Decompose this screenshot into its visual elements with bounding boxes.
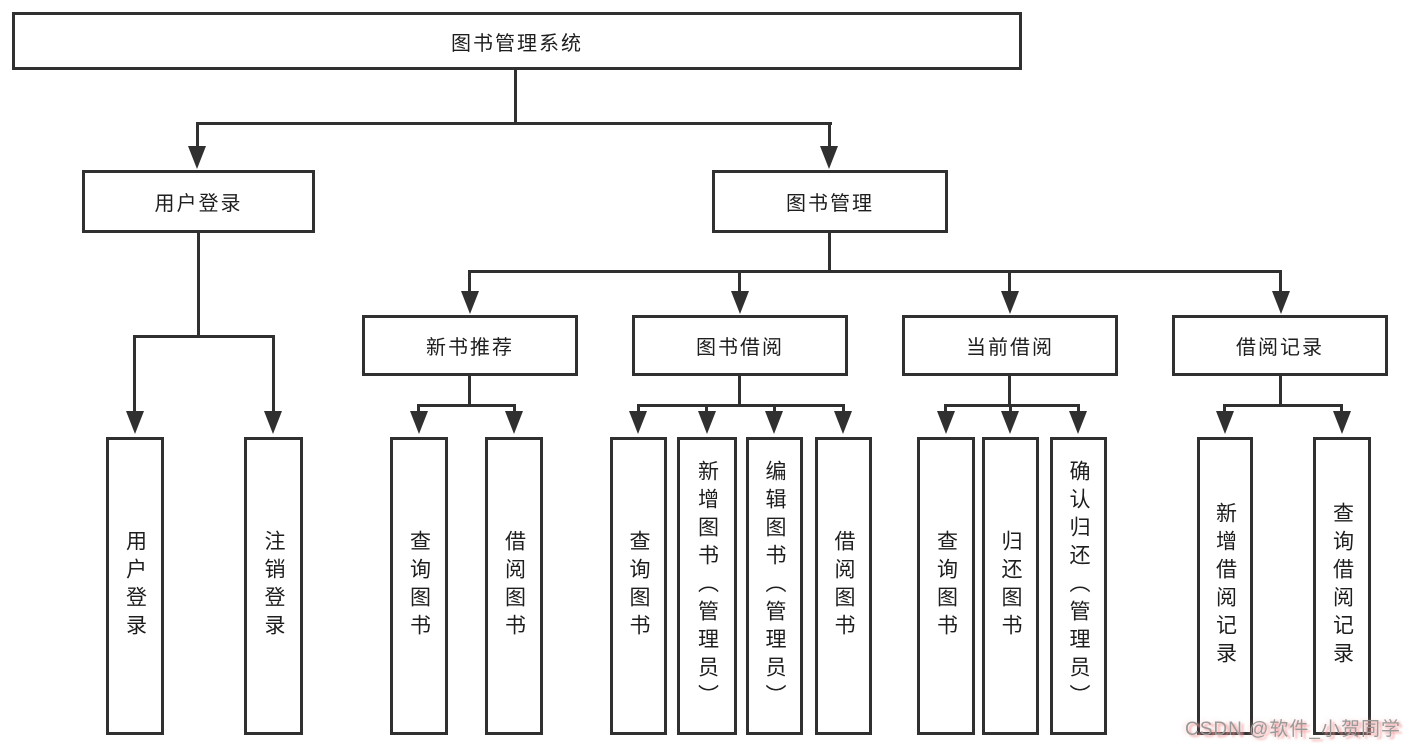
connector-drop-c3: [773, 404, 776, 413]
connector-drop-c4: [842, 404, 845, 413]
arrowhead-c3: [765, 411, 783, 434]
connector-drop-d3: [1077, 404, 1080, 413]
connector-userlogin-hline: [133, 335, 275, 338]
node-new-book-recommend: 新书推荐: [362, 315, 578, 376]
node-borrow-records: 借阅记录: [1172, 315, 1388, 376]
node-book-management: 图书管理: [712, 170, 948, 233]
arrowhead-new-book: [461, 291, 479, 314]
arrowhead-c2: [698, 411, 716, 434]
leaf-query-books-current: 查询图书: [917, 437, 975, 735]
connector-newbook-hline: [417, 404, 516, 407]
node-library-management-system: 图书管理系统: [12, 12, 1022, 70]
leaf-query-books-recommend: 查询图书: [390, 437, 448, 735]
connector-drop-e2: [1340, 404, 1343, 413]
leaf-user-login: 用户登录: [106, 437, 164, 735]
leaf-borrow-books-recommend: 借阅图书: [485, 437, 543, 735]
leaf-return-books: 归还图书: [982, 437, 1039, 735]
connector-drop-leaf-logout: [272, 335, 275, 412]
connector-bookmgmt-hline: [468, 270, 1282, 273]
connector-bookborrow-stem: [738, 376, 741, 407]
arrowhead-borrow-records: [1272, 291, 1290, 314]
leaf-borrow-books: 借阅图书: [815, 437, 872, 735]
connector-newbook-stem: [468, 376, 471, 407]
connector-root-hline: [196, 122, 832, 125]
node-current-borrow: 当前借阅: [902, 315, 1118, 376]
arrowhead-b2: [505, 411, 523, 434]
connector-drop-user-login: [196, 122, 199, 148]
node-user-login: 用户登录: [82, 170, 315, 233]
arrowhead-d1: [937, 411, 955, 434]
connector-drop-c1: [637, 404, 640, 413]
arrowhead-c4: [834, 411, 852, 434]
leaf-query-books-borrow: 查询图书: [610, 437, 667, 735]
connector-root-stem: [514, 70, 517, 122]
connector-bookborrow-hline: [637, 404, 845, 407]
connector-drop-new-book: [468, 270, 471, 291]
connector-records-hline: [1223, 404, 1343, 407]
connector-records-stem: [1279, 376, 1282, 407]
connector-bookmgmt-stem: [828, 233, 831, 272]
connector-drop-leaf-login: [133, 335, 136, 412]
leaf-add-books-admin: 新增图书（管理员）: [677, 437, 737, 735]
connector-currentborrow-stem: [1008, 376, 1011, 407]
arrowhead-b1: [410, 411, 428, 434]
leaf-confirm-return-admin: 确认归还（管理员）: [1050, 437, 1107, 735]
leaf-edit-books-admin: 编辑图书（管理员）: [746, 437, 803, 735]
leaf-query-borrow-record: 查询借阅记录: [1313, 437, 1371, 735]
connector-drop-b2: [513, 404, 516, 413]
connector-drop-borrow-records: [1279, 270, 1282, 291]
arrowhead-e2: [1333, 411, 1351, 434]
connector-drop-e1: [1223, 404, 1226, 413]
connector-drop-d1: [944, 404, 947, 413]
arrowhead-c1: [629, 411, 647, 434]
arrowhead-d2: [1001, 411, 1019, 434]
arrowhead-d3: [1069, 411, 1087, 434]
arrowhead-user-login: [188, 146, 206, 169]
arrowhead-book-borrow: [731, 291, 749, 314]
connector-userlogin-stem: [197, 233, 200, 337]
csdn-watermark: CSDN @软件_小贺同学: [1185, 719, 1401, 740]
arrowhead-current-borrow: [1001, 291, 1019, 314]
arrowhead-e1: [1216, 411, 1234, 434]
connector-currentborrow-hline: [944, 404, 1080, 407]
leaf-logout-login: 注销登录: [244, 437, 303, 735]
connector-drop-c2: [705, 404, 708, 413]
connector-drop-book-borrow: [738, 270, 741, 291]
connector-drop-current-borrow: [1008, 270, 1011, 291]
node-book-borrow: 图书借阅: [632, 315, 848, 376]
connector-drop-d2: [1009, 404, 1012, 413]
leaf-add-borrow-record: 新增借阅记录: [1197, 437, 1253, 735]
arrowhead-book-mgmt: [820, 146, 838, 169]
connector-drop-b1: [417, 404, 420, 413]
arrowhead-leaf-login: [126, 411, 144, 434]
arrowhead-leaf-logout: [264, 411, 282, 434]
connector-drop-book-mgmt: [828, 122, 831, 148]
